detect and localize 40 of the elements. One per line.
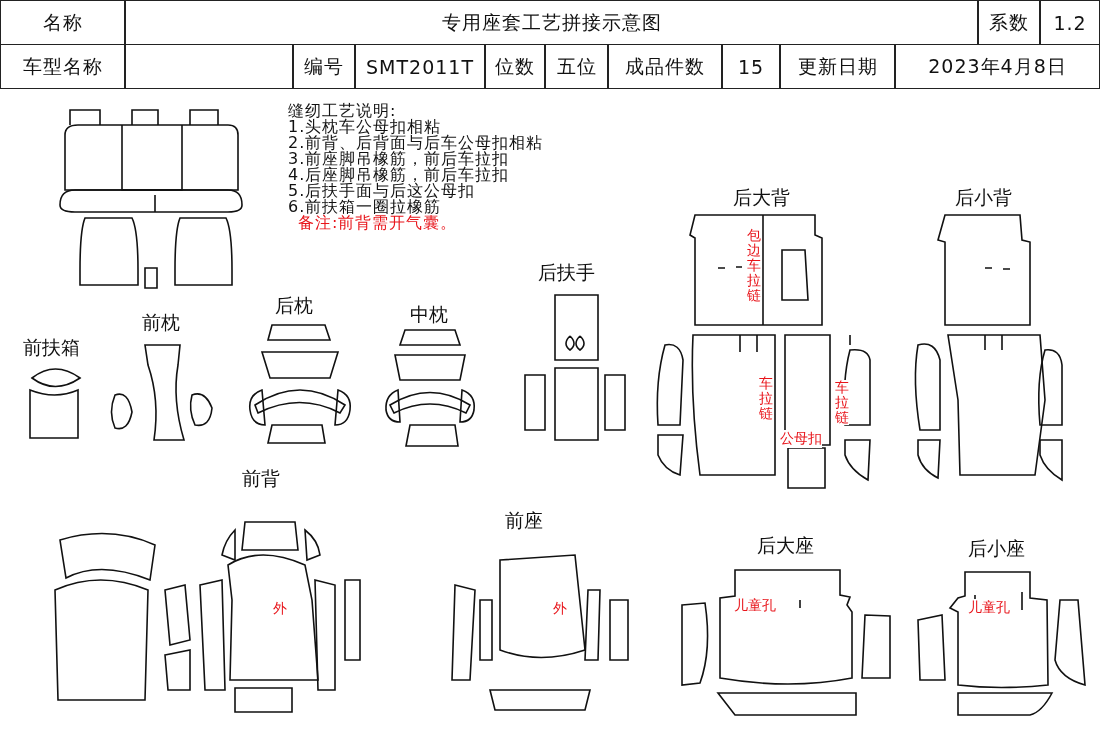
header-cell: 1.2	[1040, 0, 1100, 45]
instruction-text: 1.头枕车公母扣相粘	[288, 119, 442, 135]
part-title: 后小背	[955, 185, 1012, 210]
header-cell: 五位	[545, 44, 608, 89]
header-cell: 名称	[0, 0, 125, 45]
seam-note: 车拉链	[758, 376, 773, 421]
part-title: 前背	[242, 466, 280, 491]
hole-note: 儿童孔	[968, 599, 1010, 617]
part-title: 前座	[505, 508, 543, 533]
instruction-text: 4.后座脚吊橡筋，前后车拉扣	[288, 167, 510, 183]
part-title: 后扶手	[538, 260, 595, 285]
part-title: 后小座	[968, 536, 1025, 561]
header-cell: 15	[722, 44, 780, 89]
note-text: 备注:前背需开气囊。	[298, 215, 458, 231]
outer-side-mark: 外	[273, 600, 287, 618]
part-title: 中枕	[410, 302, 448, 327]
outer-side-mark: 外	[553, 600, 567, 618]
part-title: 后大座	[757, 533, 814, 558]
instruction-text: 6.前扶箱一圈拉橡筋	[288, 199, 442, 215]
part-title: 后枕	[275, 293, 313, 318]
hole-note: 儿童孔	[734, 597, 776, 615]
header-cell: 成品件数	[608, 44, 722, 89]
header-cell: 编号	[293, 44, 355, 89]
header-cell: SMT2011T	[355, 44, 485, 89]
header-cell: 位数	[485, 44, 545, 89]
header-cell: 系数	[978, 0, 1040, 45]
seam-note: 车拉链	[834, 380, 849, 425]
header-cell: 2023年4月8日	[895, 44, 1100, 89]
header-cell: 车型名称	[0, 44, 125, 89]
seam-note: 包边车拉链	[746, 228, 761, 303]
seam-note: 公母扣	[780, 430, 822, 448]
title-cell: 专用座套工艺拼接示意图	[125, 0, 978, 45]
instruction-text: 5.后扶手面与后这公母扣	[288, 183, 476, 199]
header-cell: 更新日期	[780, 44, 895, 89]
part-title: 前扶箱	[23, 335, 80, 360]
instruction-text: 3.前座脚吊橡筋，前后车拉扣	[288, 151, 510, 167]
instructions-heading: 缝纫工艺说明:	[288, 103, 397, 119]
instruction-text: 2.前背、后背面与后车公母扣相粘	[288, 135, 544, 151]
part-title: 后大背	[733, 185, 790, 210]
part-title: 前枕	[142, 310, 180, 335]
